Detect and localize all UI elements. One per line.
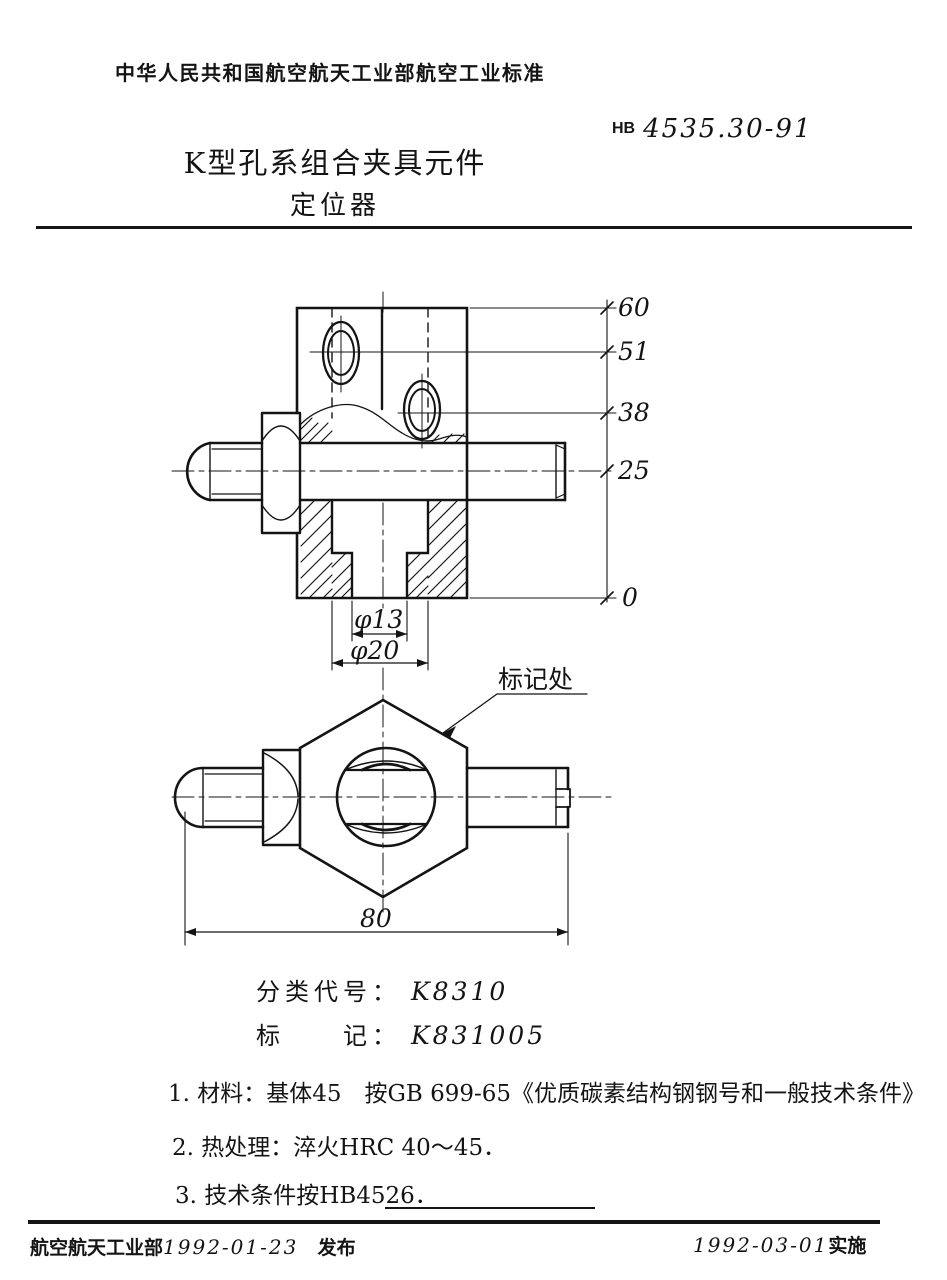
- centerlines-front: [171, 291, 613, 609]
- body-outline: [295, 306, 469, 600]
- footer-implementation-action: 实施: [828, 1236, 867, 1257]
- note-material: 1. 材料：基体45 按GB 699-65《优质碳素结构钢钢号和一般技术条件》: [168, 1081, 926, 1107]
- technical-drawing: 60 51 38 25 0 φ13 φ20 80 标记处: [171, 291, 650, 946]
- counterbored-hole-upper: [321, 315, 361, 393]
- dim-51: 51: [618, 337, 650, 366]
- dim-38: 38: [618, 398, 650, 427]
- note-heat-treatment: 2. 热处理：淬火HRC 40～45．: [172, 1135, 507, 1161]
- rod-right-end: [465, 766, 571, 829]
- title-line-1: K型孔系组合夹具元件: [183, 146, 487, 180]
- axial-view: [171, 667, 613, 913]
- centerlines-axial: [171, 667, 613, 913]
- standard-header: 中华人民共和国航空航天工业部航空工业标准: [115, 63, 545, 85]
- document-title: K型孔系组合夹具元件 定位器: [150, 140, 520, 222]
- rod-through-bore: [343, 760, 429, 834]
- footer-issue: 航空航天工业部1992-01-23 发布: [30, 1233, 356, 1260]
- dim-dia13: φ13: [354, 605, 403, 634]
- dimension-ticks: [600, 301, 614, 605]
- dimension-labels: 60 51 38 25 0 φ13 φ20 80 标记处: [350, 293, 650, 933]
- dim-60: 60: [618, 293, 650, 322]
- section-hatching: [300, 417, 468, 599]
- counterbored-hole-lower: [402, 373, 442, 449]
- footer-issue-action: 发布: [317, 1238, 356, 1259]
- dim-80: 80: [360, 904, 392, 933]
- marking-leader: [442, 693, 588, 734]
- classification-label: 分类代号：: [256, 978, 401, 1006]
- marking-code-row: 标 记： K831005: [256, 1016, 546, 1051]
- dimension-lines: [184, 299, 617, 946]
- footer-implementation: 1992-03-01实施: [693, 1231, 866, 1258]
- footer-implementation-date: 1992-03-01: [693, 1233, 829, 1257]
- marking-code-value: K831005: [411, 1021, 547, 1050]
- hex-nut-end: [261, 748, 302, 847]
- footer-short-rule: [385, 1207, 595, 1209]
- footer-rule: [28, 1220, 880, 1224]
- marking-location-label: 标记处: [498, 665, 573, 694]
- dim-0: 0: [622, 583, 638, 612]
- footer-issuing-org: 航空航天工业部: [30, 1238, 164, 1259]
- classification-row: 分类代号： K8310: [256, 972, 508, 1007]
- break-line: [300, 403, 468, 442]
- standard-code: 4535.30-91: [643, 114, 813, 144]
- marking-code-label: 标 记：: [256, 1022, 401, 1050]
- footer-issue-date: 1992-01-23: [163, 1235, 299, 1259]
- standard-prefix: HB: [612, 120, 636, 137]
- note-technical-conditions: 3. 技术条件按HB4526．: [175, 1183, 438, 1209]
- stepped-bore: [330, 498, 430, 600]
- screw-slot: [555, 788, 571, 808]
- classification-value: K8310: [411, 977, 509, 1006]
- dim-dia20: φ20: [350, 636, 399, 665]
- front-view: [171, 291, 613, 609]
- dim-25: 25: [617, 456, 650, 485]
- hex-nut: [260, 411, 302, 535]
- title-divider: [36, 226, 912, 229]
- standard-number: HB 4535.30-91: [612, 114, 813, 144]
- title-line-2: 定位器: [289, 191, 380, 221]
